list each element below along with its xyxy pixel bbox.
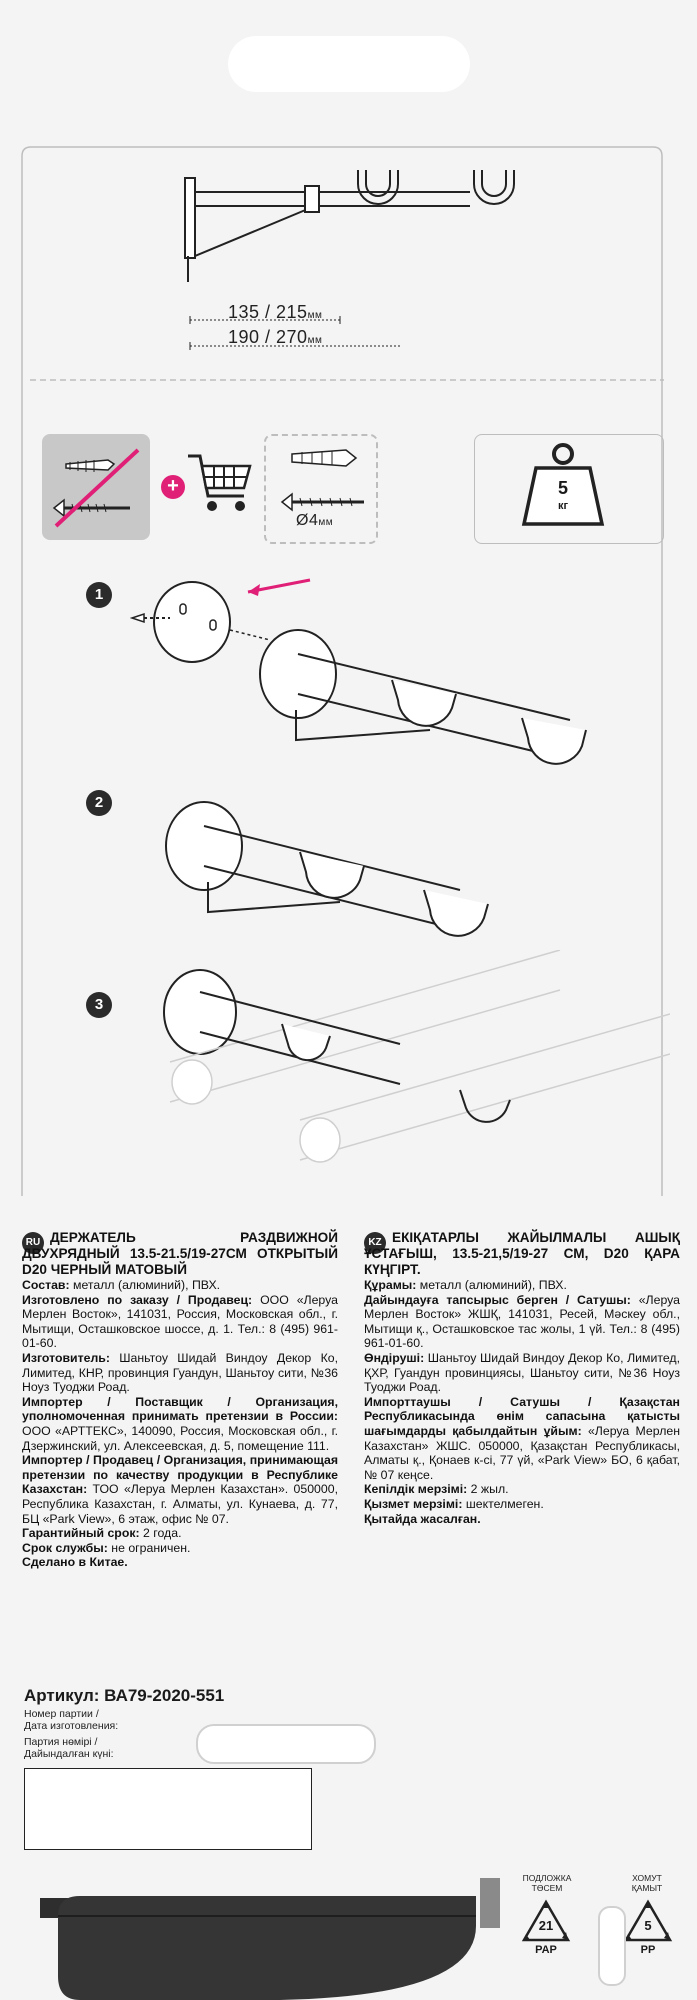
batch-label-ru: Номер партии / [24,1708,99,1720]
weight-panel [474,434,664,544]
step-1-badge: 1 [86,582,112,608]
recycle-label-2a: ХОМУТ [632,1873,662,1883]
step-2-badge: 2 [86,790,112,816]
recycle-code-pap: PAP [535,1944,557,1956]
fasteners-crossed-icon [52,448,140,528]
cart-icon [188,454,252,511]
recycle-number-pp: 5 [644,1918,652,1933]
dimension-outer: 190 / 270мм [228,327,323,347]
date-label-kz: Дайындалған күні: [24,1748,114,1760]
fasteners-included-panel [264,434,378,544]
ru-badge: RU [22,1232,44,1254]
recycle-label-1a: ПОДЛОЖКА [522,1873,572,1883]
ru-text-block: ДЕРЖАТЕЛЬ РАЗДВИЖНОЙ ДВУХРЯДНЫЙ 13.5-21.… [22,1230,338,1570]
dimension-inner: 135 / 215мм [228,302,323,322]
plus-icon: + [161,475,185,499]
date-label-ru: Дата изготовления: [24,1720,119,1732]
anchor-icon [291,449,358,467]
screw-size-label: Ø4мм [296,512,334,529]
weight-icon [521,443,605,526]
recycle-icon-pap [521,1899,571,1942]
ru-product-title: ДЕРЖАТЕЛЬ РАЗДВИЖНОЙ ДВУХРЯДНЫЙ 13.5-21.… [22,1230,338,1277]
weight-unit: кг [557,500,569,512]
dimension-lines [189,316,400,350]
diagram-frame [21,146,664,1196]
screw-icon [280,492,364,512]
recycle-icon-pp [623,1899,673,1942]
recycle-label-1b: ТӨСЕМ [531,1883,563,1893]
step-1-illustration [130,578,587,765]
step-3-illustration [163,950,670,1163]
step-2-illustration [165,801,489,937]
hang-hole [228,36,470,92]
kz-product-title: ЕКІҚАТАРЛЫ ЖАЙЫЛМАЛЫ АШЫҚ ҰСТАҒЫШ, 13.5-… [364,1230,680,1277]
recycle-label-2b: ҚАМЫТ [631,1883,663,1893]
weight-value: 5 [557,478,568,498]
recycle-code-pp: PP [640,1944,656,1956]
batch-date-box [24,1768,312,1850]
batch-label-kz: Партия нөмірі / [24,1736,98,1748]
bracket-drawing [184,170,515,282]
bracket-base [40,1878,500,2000]
article-number: Артикул: ВА79-2020-551 [24,1686,225,1705]
bottom-clip [598,1906,626,1986]
recycle-number-pap: 21 [538,1918,554,1933]
step-3-badge: 3 [86,992,112,1018]
kz-text-block: ЕКІҚАТАРЛЫ ЖАЙЫЛМАЛЫ АШЫҚ ҰСТАҒЫШ, 13.5-… [364,1230,680,1526]
kz-badge: KZ [364,1232,386,1254]
clip-strap [196,1724,376,1764]
